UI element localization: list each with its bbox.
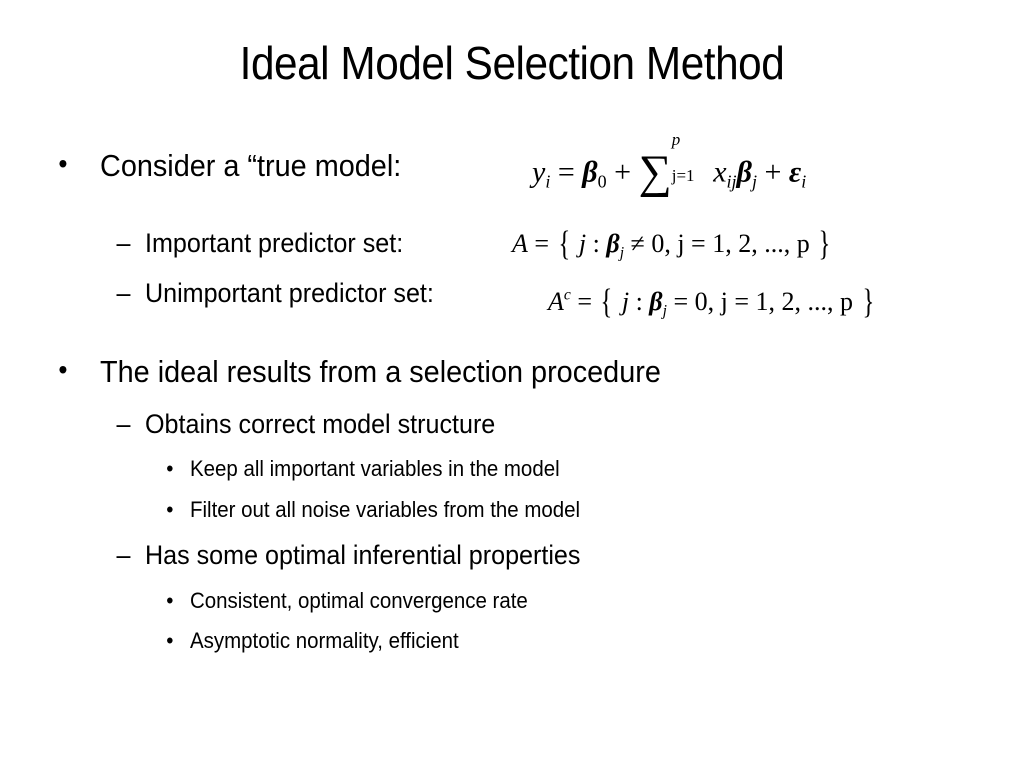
right-brace: }: [818, 224, 831, 263]
bullet-text-consider-true-model: Consider a “true model:: [100, 148, 402, 183]
bullet-marker: •: [166, 497, 174, 522]
dash-marker: –: [116, 540, 131, 570]
math-j: j: [578, 229, 587, 259]
math-sub-j: j: [751, 171, 757, 192]
sum-lower: j=1: [671, 166, 695, 185]
math-y: y: [532, 155, 546, 189]
math-j: j: [621, 287, 630, 317]
math-A: A: [512, 229, 528, 259]
math-sup-c: c: [563, 286, 571, 304]
math-sub-j: j: [662, 302, 667, 320]
bullet-marker: •: [58, 148, 68, 179]
bullet-text-consistent-rate: Consistent, optimal convergence rate: [190, 588, 528, 613]
math-x: x: [713, 155, 727, 189]
bullet-text-ideal-results: The ideal results from a selection proce…: [100, 354, 661, 389]
math-sub-j: j: [619, 244, 625, 262]
math-plus: +: [764, 155, 782, 189]
bullet-text-keep-important: Keep all important variables in the mode…: [190, 456, 560, 481]
bullet-marker: •: [166, 456, 174, 481]
sum-limits: p j=1: [672, 130, 706, 185]
bullet-text-correct-structure: Obtains correct model structure: [145, 409, 496, 439]
math-equals: =: [557, 155, 575, 189]
math-equals: =: [673, 287, 689, 317]
bullet-text-unimportant-set: Unimportant predictor set:: [145, 278, 434, 308]
bullet-text-filter-noise: Filter out all noise variables from the …: [190, 497, 581, 522]
bullet-text-asymptotic-normality: Asymptotic normality, efficient: [190, 628, 459, 653]
math-beta: β: [582, 155, 598, 189]
math-index-list: 0, j = 1, 2, ..., p: [694, 287, 854, 317]
slide-title: Ideal Model Selection Method: [239, 37, 785, 89]
math-A: A: [548, 287, 564, 317]
math-not-equal: ≠: [630, 229, 645, 259]
dash-marker: –: [116, 278, 131, 308]
math-beta: β: [606, 229, 620, 259]
sum-upper: p: [671, 130, 681, 149]
bullet-marker: •: [166, 588, 174, 613]
math-beta: β: [736, 155, 752, 189]
math-plus: +: [614, 155, 632, 189]
bullet-marker: •: [166, 628, 174, 653]
summation-icon: ∑: [638, 147, 672, 198]
math-colon: :: [592, 229, 600, 259]
important-set-formula: A = { j : βj ≠ 0, j = 1, 2, ..., p }: [512, 224, 833, 264]
math-sub-i: i: [801, 171, 807, 192]
bullet-marker: •: [58, 354, 68, 385]
dash-marker: –: [116, 409, 131, 439]
math-equals: =: [534, 229, 550, 259]
math-sub-i: i: [545, 171, 551, 192]
math-index-list: 0, j = 1, 2, ..., p: [651, 229, 810, 259]
bullet-text-inferential-properties: Has some optimal inferential properties: [145, 540, 581, 570]
unimportant-set-formula: Ac = { j : βj = 0, j = 1, 2, ..., p }: [548, 282, 876, 322]
left-brace: {: [601, 282, 613, 321]
math-sub-ij: ij: [726, 171, 737, 192]
bullet-text-important-set: Important predictor set:: [145, 228, 404, 258]
math-equals: =: [577, 287, 592, 317]
math-epsilon: ε: [788, 155, 802, 189]
left-brace: {: [558, 224, 570, 263]
dash-marker: –: [116, 228, 131, 258]
math-sub-0: 0: [597, 171, 607, 192]
math-beta: β: [649, 287, 663, 317]
math-colon: :: [635, 287, 643, 317]
right-brace: }: [862, 282, 874, 321]
